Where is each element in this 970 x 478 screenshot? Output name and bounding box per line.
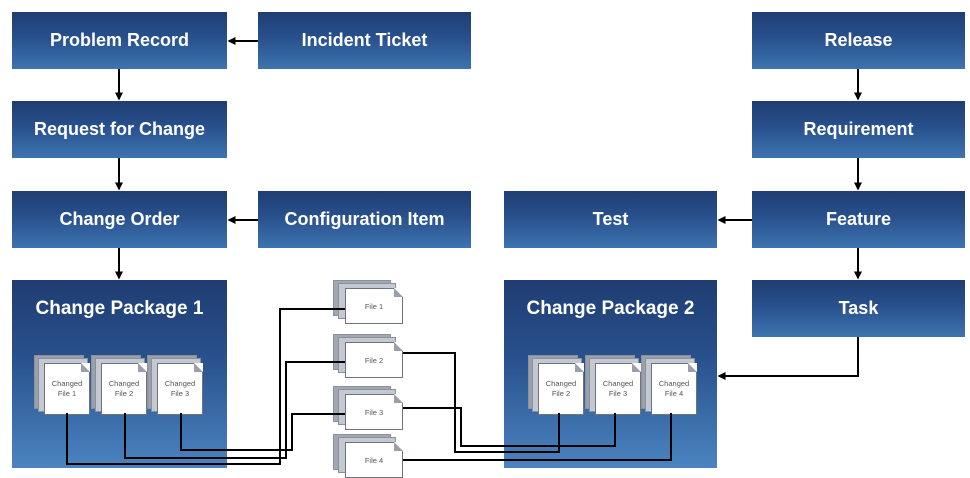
incident-ticket-label: Incident Ticket — [301, 30, 428, 50]
changed-file-icon[interactable]: Changed File 1 — [34, 355, 90, 415]
incident-ticket-box: Incident Ticket — [258, 12, 471, 69]
configuration-item-box: Configuration Item — [258, 191, 471, 248]
change-package-2: Change Package 2 Changed File 2 Changed … — [504, 280, 717, 468]
change-package-1-title: Change Package 1 — [35, 298, 204, 319]
repository-file-label: File 4 — [345, 442, 403, 478]
changed-file-label: Changed File 2 — [101, 363, 147, 415]
repository-file-icon[interactable]: File 3 — [333, 386, 403, 430]
problem-record-box: Problem Record — [12, 12, 227, 69]
changed-file-label: Changed File 4 — [651, 363, 697, 415]
change-package-2-title: Change Package 2 — [526, 298, 695, 319]
test-label: Test — [592, 209, 629, 229]
changed-file-icon[interactable]: Changed File 3 — [147, 355, 203, 415]
changed-file-label: Changed File 3 — [157, 363, 203, 415]
changed-file-icon[interactable]: Changed File 2 — [91, 355, 147, 415]
changed-file-icon[interactable]: Changed File 4 — [641, 355, 697, 415]
feature-label: Feature — [825, 209, 892, 229]
test-box: Test — [504, 191, 717, 248]
repository-file-label: File 2 — [345, 342, 403, 378]
problem-record-label: Problem Record — [49, 30, 190, 50]
release-label: Release — [824, 30, 893, 50]
repository-file-label: File 3 — [345, 394, 403, 430]
changed-file-icon[interactable]: Changed File 2 — [528, 355, 584, 415]
task-label: Task — [838, 298, 879, 318]
change-order-label: Change Order — [59, 209, 180, 229]
repository-file-label: File 1 — [345, 288, 403, 324]
arrow-task-to-pkg2 — [717, 337, 859, 380]
request-for-change-label: Request for Change — [33, 119, 206, 139]
change-package-1: Change Package 1 Changed File 1 Changed … — [12, 280, 227, 468]
changed-file-icon[interactable]: Changed File 3 — [585, 355, 641, 415]
changed-file-label: Changed File 2 — [538, 363, 584, 415]
configuration-item-label: Configuration Item — [284, 209, 445, 229]
repository-file-icon[interactable]: File 1 — [333, 280, 403, 324]
requirement-label: Requirement — [803, 119, 914, 139]
repository-file-icon[interactable]: File 2 — [333, 334, 403, 378]
changed-file-label: Changed File 1 — [44, 363, 90, 415]
task-box: Task — [752, 280, 965, 337]
repository-file-icon[interactable]: File 4 — [333, 434, 403, 478]
change-order-box: Change Order — [12, 191, 227, 248]
feature-box: Feature — [752, 191, 965, 248]
request-for-change-box: Request for Change — [12, 101, 227, 158]
release-box: Release — [752, 12, 965, 69]
requirement-box: Requirement — [752, 101, 965, 158]
changed-file-label: Changed File 3 — [595, 363, 641, 415]
